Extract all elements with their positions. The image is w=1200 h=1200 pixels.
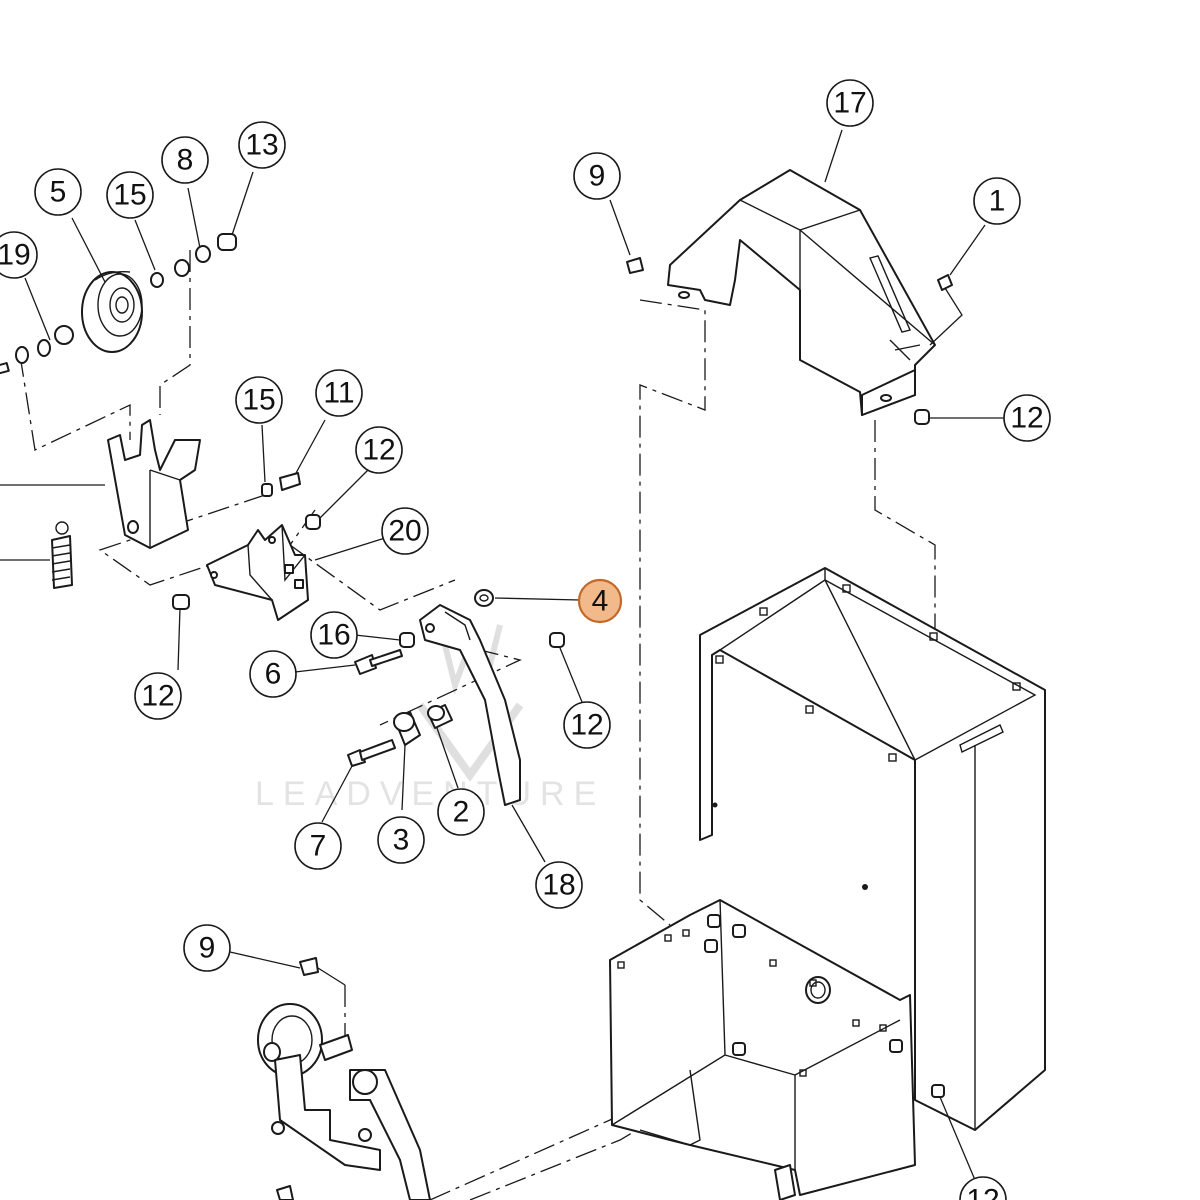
callout-15[interactable]: 15	[235, 376, 283, 424]
callout-11[interactable]: 11	[315, 369, 363, 417]
callout-16-label: 16	[317, 619, 350, 652]
callout-9-label: 9	[199, 932, 216, 965]
callout-12-label: 12	[362, 434, 395, 467]
callout-6-label: 6	[265, 658, 282, 691]
callout-15-label: 15	[242, 384, 275, 417]
callout-17-label: 17	[833, 87, 866, 120]
callout-15-label: 15	[113, 179, 146, 212]
callout-12[interactable]: 12	[355, 426, 403, 474]
callout-2-label: 2	[453, 796, 470, 829]
watermark-text: LEADVENTURE	[255, 775, 605, 813]
callout-4-highlighted[interactable]: 4	[577, 578, 623, 624]
callout-1-label: 1	[989, 185, 1006, 218]
callout-7[interactable]: 7	[294, 822, 342, 870]
callout-16[interactable]: 16	[310, 611, 358, 659]
callout-15[interactable]: 15	[106, 171, 154, 219]
callout-3-label: 3	[393, 824, 410, 857]
lower-tensioner-assembly	[257, 957, 431, 1200]
callout-2[interactable]: 2	[437, 788, 485, 836]
callout-5[interactable]: 5	[34, 168, 82, 216]
housing	[609, 567, 1046, 1200]
callout-18-label: 18	[542, 869, 575, 902]
idler-pulley-assembly	[0, 233, 237, 589]
callouts: 17 9 1 12 13 8 5 15 19 15 11 12 20 4 16 …	[0, 79, 1051, 1200]
callout-11-label: 11	[323, 377, 354, 410]
callout-5-label: 5	[50, 176, 67, 209]
mount-bracket	[172, 472, 321, 621]
callout-1[interactable]: 1	[973, 177, 1021, 225]
callout-12-label: 12	[570, 709, 603, 742]
callout-8-label: 8	[177, 144, 194, 177]
callout-19-label: 19	[0, 239, 31, 272]
assembly-lines	[19, 250, 936, 1200]
lever-arm	[347, 589, 565, 806]
callout-4-label: 4	[592, 585, 609, 618]
leader-lines	[24, 129, 1005, 1181]
callout-12-label: 12	[141, 680, 174, 713]
callout-18[interactable]: 18	[535, 861, 583, 909]
callout-12-label: 12	[966, 1184, 999, 1200]
callout-7-label: 7	[310, 830, 327, 863]
callout-12[interactable]: 12	[134, 672, 182, 720]
callout-13[interactable]: 13	[238, 121, 286, 169]
callout-20[interactable]: 20	[381, 507, 429, 555]
callout-12[interactable]: 12	[959, 1176, 1007, 1200]
callout-6[interactable]: 6	[249, 650, 297, 698]
callout-9[interactable]: 9	[183, 924, 231, 972]
callout-8[interactable]: 8	[161, 136, 209, 184]
callout-9-label: 9	[589, 160, 606, 193]
callout-19[interactable]: 19	[0, 231, 38, 279]
callout-12[interactable]: 12	[1003, 394, 1051, 442]
callout-9[interactable]: 9	[573, 152, 621, 200]
callout-20-label: 20	[388, 515, 421, 548]
callout-3[interactable]: 3	[377, 816, 425, 864]
belt-shield	[626, 169, 963, 425]
callout-12[interactable]: 12	[563, 701, 611, 749]
callout-17[interactable]: 17	[826, 79, 874, 127]
callout-13-label: 13	[245, 129, 278, 162]
callout-12-label: 12	[1010, 402, 1043, 435]
